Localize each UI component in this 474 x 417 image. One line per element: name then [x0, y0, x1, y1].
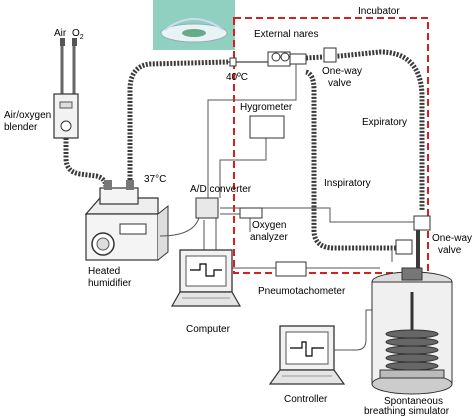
blender-label-line2: blender — [4, 122, 38, 133]
oneway-valve-top — [323, 47, 337, 63]
oxygen-analyzer-label-line2: analyzer — [250, 232, 288, 243]
pneumotachometer-label: Pneumotachometer — [258, 286, 346, 297]
tube-humidifier-to-nares — [127, 59, 229, 180]
humidifier-label-line2: humidifier — [88, 278, 132, 289]
air-oxygen-blender — [53, 93, 79, 139]
o2-label: O2 — [72, 28, 84, 41]
simulator-label-line1: Spontaneous — [384, 396, 443, 407]
pneumotachometer-box — [275, 261, 307, 277]
simulator-label-line2: breathing simulator — [364, 406, 450, 417]
oneway-right-label-line1: One-way — [432, 233, 472, 244]
oneway-top-label-line1: One-way — [322, 66, 362, 77]
hygrometer-label: Hygrometer — [240, 102, 293, 113]
gas-source-lines — [60, 38, 77, 95]
external-nares-label: External nares — [254, 29, 318, 40]
temp-37-label: 37°C — [144, 174, 166, 185]
breathing-simulator — [371, 267, 453, 395]
nasal-interface-photo — [153, 0, 235, 50]
ad-converter-box — [195, 197, 219, 219]
humidifier-label-line1: Heated — [88, 266, 120, 277]
blender-label-line1: Air/oxygen — [4, 110, 51, 121]
incubator-label: Incubator — [358, 6, 400, 17]
oxygen-analyzer-box — [239, 207, 263, 219]
incubator-border — [233, 17, 429, 274]
external-nares-connector — [229, 51, 307, 67]
inspiratory-label: Inspiratory — [324, 178, 371, 189]
air-label: Air — [54, 28, 67, 39]
tube-top-loop — [305, 49, 425, 210]
controller-label: Controller — [284, 394, 328, 405]
computer-label: Computer — [186, 324, 231, 335]
oneway-valve-right-upper — [413, 215, 431, 231]
computer — [170, 249, 242, 307]
heated-humidifier — [84, 180, 169, 261]
tube-inspiratory — [305, 69, 404, 251]
oneway-valve-right-lower — [395, 239, 413, 255]
hygrometer-box — [249, 115, 285, 139]
expiratory-label: Expiratory — [362, 117, 407, 128]
oneway-top-label-line2: valve — [328, 78, 352, 89]
oxygen-analyzer-label-line1: Oxygen — [252, 220, 286, 231]
oneway-right-label-line2: valve — [438, 245, 462, 256]
temp-40-label: 40ºC — [226, 72, 248, 83]
tube-blender-to-humidifier — [63, 138, 109, 196]
ad-converter-label: A/D converter — [190, 184, 252, 195]
controller — [268, 309, 372, 385]
